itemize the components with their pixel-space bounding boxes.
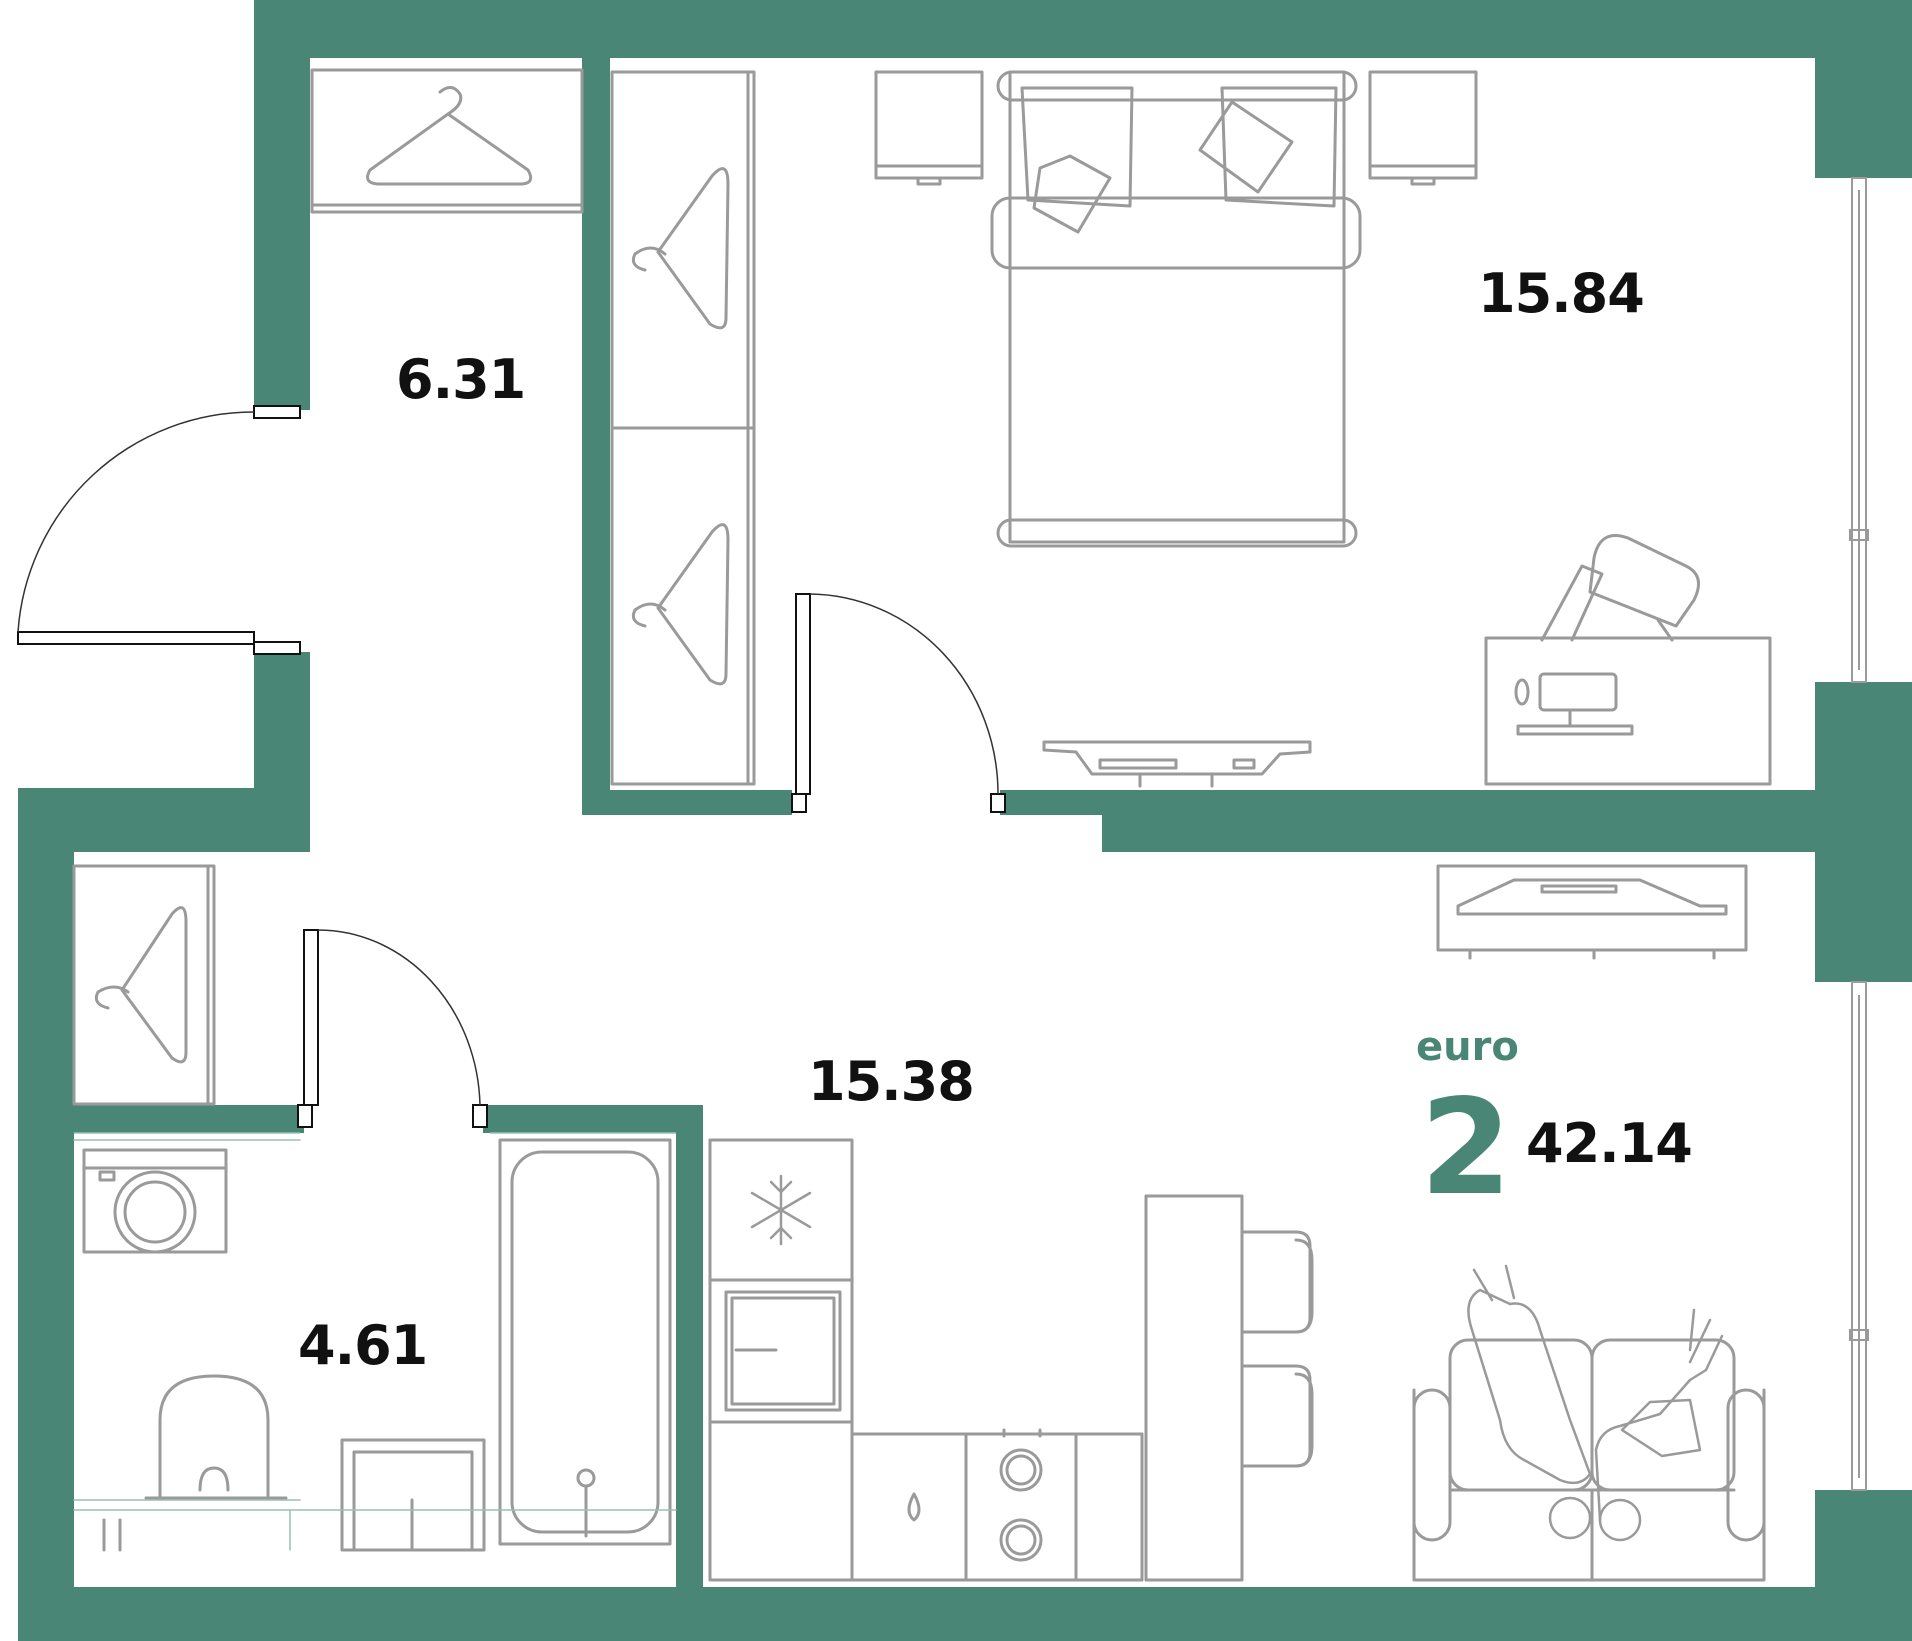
- bar-counter: [1144, 1194, 1244, 1582]
- window-icon: [1849, 177, 1869, 683]
- wall-step: [18, 788, 310, 852]
- walls: [18, 0, 1912, 1641]
- wall-bath-right: [676, 1105, 703, 1641]
- wall-right-mid: [1815, 682, 1912, 982]
- hanger-icon: [631, 523, 730, 686]
- toilet-icon: [144, 1374, 288, 1500]
- people-on-sofa: [1467, 1264, 1724, 1542]
- bar-stool: [1240, 1230, 1314, 1334]
- bathtub-icon: [498, 1138, 672, 1546]
- window-icon: [1849, 981, 1869, 1491]
- room-area-bedroom: 15.84: [1478, 262, 1645, 325]
- apartment-rooms-count: 2: [1420, 1071, 1512, 1225]
- hanger-icon: [94, 906, 188, 1064]
- hanger-icon: [366, 86, 533, 186]
- tv-stand: [1436, 864, 1748, 960]
- nightstand-left: [874, 70, 984, 186]
- bed-icon: [990, 70, 1362, 548]
- room-area-hallway: 6.31: [396, 348, 526, 411]
- computer-icon: [1514, 672, 1634, 736]
- washing-machine-icon: [82, 1148, 228, 1254]
- sofa-icon: [1412, 1338, 1766, 1582]
- wardrobe: [610, 70, 756, 786]
- wall-bath-top-2: [483, 1105, 703, 1133]
- wall-partition-hall: [582, 58, 610, 815]
- sink-icon: [340, 1438, 486, 1552]
- apartment-type-label: euro: [1416, 1024, 1519, 1070]
- wall-bottom: [18, 1587, 1912, 1641]
- towel-rail: [102, 1518, 122, 1552]
- snowflake-icon: [750, 1174, 812, 1246]
- door-leaf: [17, 631, 255, 645]
- closet-hallway-top: [310, 68, 584, 214]
- wall-bedroom-south-thick: [1102, 790, 1815, 862]
- bedroom-door[interactable]: [791, 593, 1006, 813]
- desk-icon: [1484, 534, 1772, 786]
- wall-right-top: [1815, 0, 1912, 178]
- closet-lower-left: [72, 864, 216, 1106]
- bathroom-door[interactable]: [297, 929, 488, 1128]
- stove-icon: [999, 1428, 1043, 1562]
- wall-right-bottom: [1815, 1490, 1912, 1641]
- wall-left-upper: [254, 0, 310, 410]
- wall-left-lower: [18, 788, 74, 1641]
- wall-top: [254, 0, 1912, 58]
- wall-partition-hall-bottom: [582, 790, 792, 815]
- kitchen-counter: [708, 1420, 1144, 1582]
- room-area-bathroom: 4.61: [298, 1314, 428, 1377]
- apartment-total-area: 42.14: [1526, 1112, 1693, 1175]
- tv-icon: [1042, 740, 1312, 788]
- bar-stool: [1240, 1364, 1314, 1468]
- wall-bath-top: [74, 1105, 304, 1133]
- hanger-icon: [631, 167, 730, 330]
- nightstand-right: [1368, 70, 1478, 186]
- windows: [1849, 177, 1869, 1491]
- entrance-door[interactable]: [17, 405, 301, 655]
- room-area-living-kitchen: 15.38: [808, 1050, 975, 1113]
